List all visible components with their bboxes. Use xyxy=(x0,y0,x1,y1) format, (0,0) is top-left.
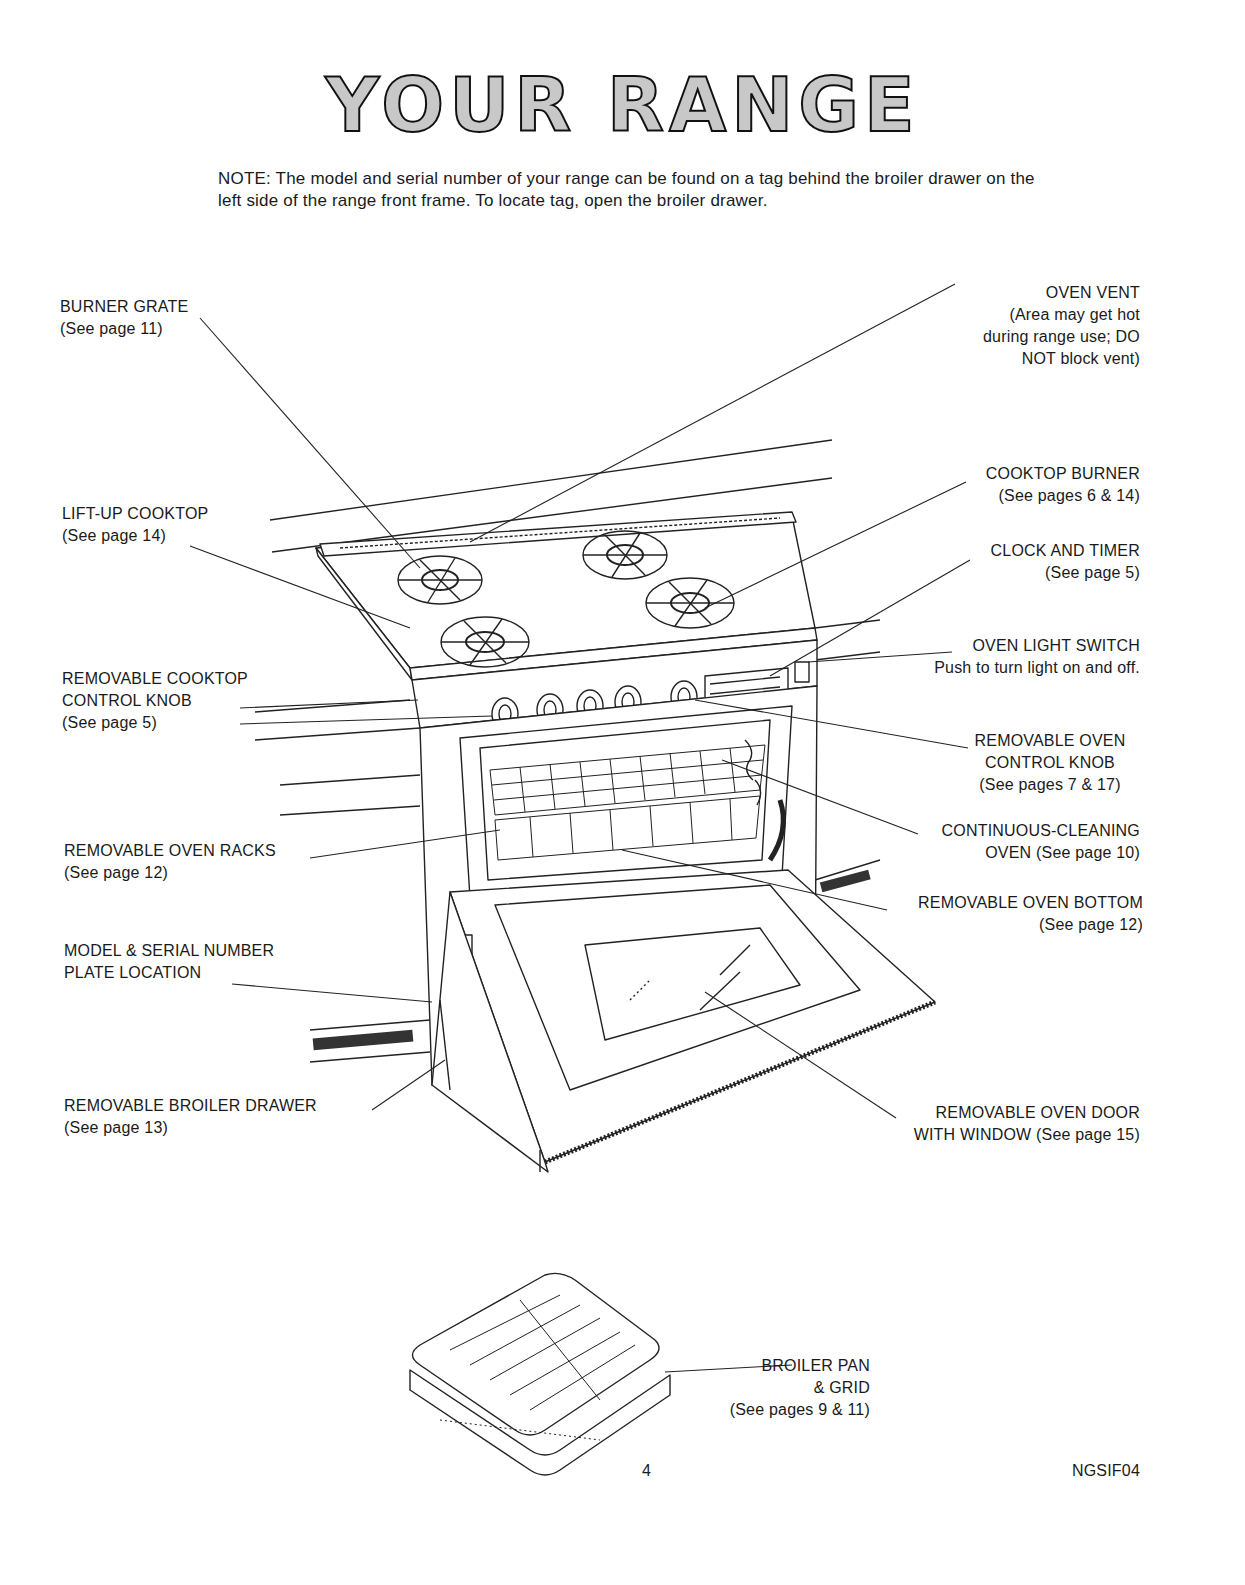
callout-label: Push to turn light on and off. xyxy=(934,657,1140,679)
page-footer: NGSIF04 xyxy=(1072,1460,1140,1482)
page-title: YOUR RANGE xyxy=(0,62,1245,148)
callout-label: (See pages 7 & 17) xyxy=(950,774,1150,796)
callout-label: CLOCK AND TIMER xyxy=(991,540,1140,562)
callout-label: (See page 14) xyxy=(62,525,166,547)
callout-label: (See page 5) xyxy=(62,712,157,734)
broiler-pan xyxy=(410,1273,670,1475)
callout-label: (See page 11) xyxy=(60,318,163,340)
callout-label: OVEN VENT xyxy=(1046,282,1140,304)
page-footer: 4 xyxy=(642,1460,651,1482)
callout-label: (See page 12) xyxy=(1039,914,1143,936)
oven-racks xyxy=(490,745,765,860)
callout-label: REMOVABLE OVEN RACKS xyxy=(64,840,276,862)
callout-label: (See pages 9 & 11) xyxy=(730,1399,870,1421)
callout-label: LIFT-UP COOKTOP xyxy=(62,503,208,525)
callout-label: REMOVABLE COOKTOP CONTROL KNOB xyxy=(62,668,277,712)
callout-label: COOKTOP BURNER xyxy=(986,463,1140,485)
callout-label: (Area may get hot during range use; DO N… xyxy=(972,304,1140,370)
callout-label: MODEL & SERIAL NUMBER PLATE LOCATION xyxy=(64,940,314,984)
burners xyxy=(398,531,734,667)
note-text: NOTE: The model and serial number of you… xyxy=(218,168,1038,212)
leader-lines xyxy=(190,284,970,1372)
callout-label: REMOVABLE OVEN DOOR WITH WINDOW (See pag… xyxy=(908,1102,1140,1146)
callout-label: BURNER GRATE xyxy=(60,296,188,318)
callout-label: (See page 5) xyxy=(1045,562,1140,584)
callout-label: BROILER PAN & GRID xyxy=(758,1355,870,1399)
callout-label: CONTINUOUS-CLEANING OVEN (See page 10) xyxy=(915,820,1140,864)
callout-label: REMOVABLE BROILER DRAWER xyxy=(64,1095,317,1117)
callout-label: REMOVABLE OVEN BOTTOM xyxy=(918,892,1143,914)
callout-label: (See pages 6 & 14) xyxy=(999,485,1140,507)
broiler-drawer xyxy=(432,892,548,1172)
callout-label: OVEN LIGHT SWITCH xyxy=(972,635,1140,657)
callout-label: (See page 13) xyxy=(64,1117,168,1139)
callout-label: REMOVABLE OVEN CONTROL KNOB xyxy=(950,730,1150,774)
callout-label: (See page 12) xyxy=(64,862,168,884)
